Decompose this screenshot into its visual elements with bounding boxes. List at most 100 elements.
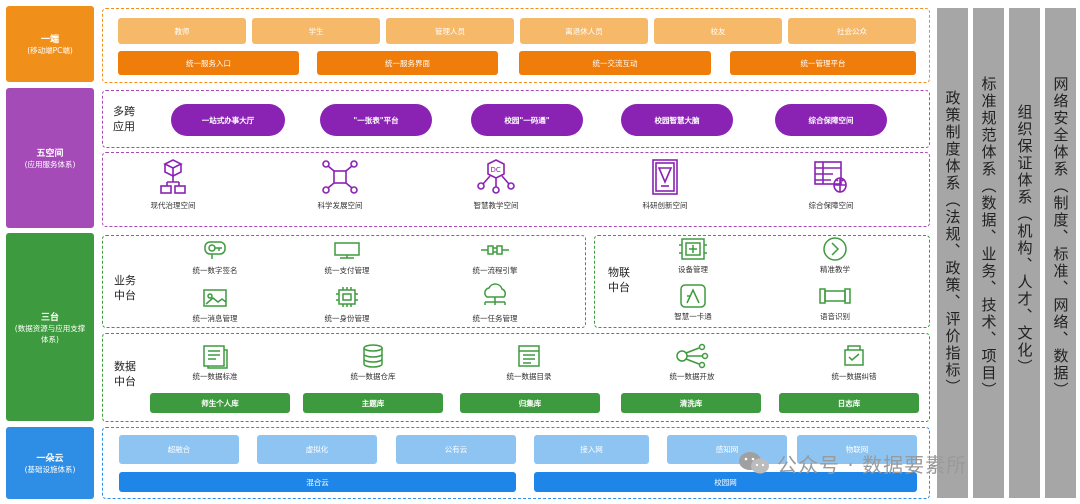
portal-interface: 统一服务界面 <box>317 51 498 75</box>
biz-identity: 统一身份管理 <box>307 285 387 324</box>
standard-system-text: 标准规范体系（数据、业务、技术、项目） <box>979 76 998 399</box>
iot-campus-card: 智慧一卡通 <box>653 282 733 322</box>
key-icon <box>204 241 226 259</box>
cloud-sensor-network: 感知网 <box>667 435 787 464</box>
organization-system-column: 组织保证体系（机构、人才、文化） <box>1009 8 1040 498</box>
share-hub-icon <box>676 343 709 369</box>
document-icon <box>203 345 228 369</box>
space-support: 综合保障空间 <box>790 158 872 211</box>
layer-platform-title: 三台 <box>40 312 59 323</box>
layer-platform-label: 三台 (数据资源与应用支撑体系) <box>6 233 94 421</box>
iot-label: 物联中台 <box>608 266 630 294</box>
user-teacher: 教师 <box>118 18 246 44</box>
layer-terminal-title: 一端 <box>40 35 59 45</box>
space-teaching: DC 智慧教学空间 <box>455 158 537 211</box>
watermark-text: 公众号 · 数据要素所 <box>777 452 968 477</box>
dc-network-icon: DC <box>477 159 515 194</box>
data-label: 数据中台 <box>114 360 136 388</box>
lambda-card-icon <box>680 284 706 308</box>
data-correction: 统一数据纠错 <box>814 343 894 382</box>
iot-frame <box>594 235 930 328</box>
pill-one-form: "一张表"平台 <box>320 104 432 136</box>
pill-smart-brain: 校园智慧大脑 <box>621 104 733 136</box>
cloud-frame <box>102 427 930 499</box>
user-alumni: 校友 <box>654 18 782 44</box>
policy-system-text: 政策制度体系（法规、政策、评价指标） <box>943 90 962 396</box>
iot-device-mgmt-label: 设备管理 <box>678 265 708 274</box>
research-document-icon <box>652 159 678 195</box>
network-cube-icon <box>160 159 186 194</box>
layer-terminal-sub: (移动端PC端) <box>27 46 73 55</box>
pill-one-stop-hall: 一站式办事大厅 <box>171 104 285 136</box>
pill-one-code: 校园"一码通" <box>471 104 583 136</box>
cloud-hybrid: 混合云 <box>119 472 516 492</box>
arrow-circle-icon <box>823 237 847 261</box>
user-retired: 离退休人员 <box>520 18 648 44</box>
space-governance-label: 现代治理空间 <box>150 201 196 210</box>
pipe-icon <box>819 288 851 304</box>
layer-cloud-sub: (基础设施体系) <box>24 465 76 474</box>
layer-cloud-title: 一朵云 <box>36 454 64 464</box>
biz-digital-signature-label: 统一数字签名 <box>192 266 238 275</box>
lib-log: 日志库 <box>779 393 919 413</box>
biz-process-engine-label: 统一流程引擎 <box>472 266 518 275</box>
user-staff: 管理人员 <box>386 18 514 44</box>
biz-task-label: 统一任务管理 <box>472 314 518 323</box>
cloud-iot-network: 物联网 <box>797 435 917 464</box>
user-public: 社会公众 <box>788 18 916 44</box>
database-icon <box>363 344 383 368</box>
layer-space-label: 五空间 (应用服务体系) <box>6 88 94 228</box>
monitor-icon <box>334 242 360 259</box>
jar-icon <box>844 345 864 366</box>
space-science: 科学发展空间 <box>299 158 381 211</box>
biz-digital-signature: 统一数字签名 <box>175 239 255 276</box>
layer-terminal-label: 一端 (移动端PC端) <box>6 6 94 82</box>
lib-personal: 师生个人库 <box>150 393 290 413</box>
space-research-label: 科研创新空间 <box>642 201 688 210</box>
biz-payment: 统一支付管理 <box>307 239 387 276</box>
lib-collection: 归集库 <box>460 393 600 413</box>
wechat-icon <box>739 452 769 474</box>
data-catalog: 统一数据目录 <box>489 343 569 382</box>
standard-system-column: 标准规范体系（数据、业务、技术、项目） <box>973 8 1004 498</box>
biz-identity-label: 统一身份管理 <box>324 314 370 323</box>
portal-entry: 统一服务入口 <box>118 51 299 75</box>
image-message-icon <box>203 289 227 307</box>
data-correction-label: 统一数据纠错 <box>831 372 877 381</box>
business-frame <box>102 235 586 328</box>
multi-app-label: 多跨应用 <box>113 105 135 133</box>
iot-voice-recognition: 语音识别 <box>795 282 875 322</box>
chip-icon <box>336 287 358 307</box>
biz-process-engine: 统一流程引擎 <box>455 239 535 276</box>
data-standard-label: 统一数据标准 <box>192 372 238 381</box>
layer-platform-sub: (数据资源与应用支撑体系) <box>14 323 86 344</box>
table-bug-icon <box>814 161 847 193</box>
iot-precision-teaching: 精准教学 <box>795 235 875 275</box>
watermark: 公众号 · 数据要素所 <box>737 449 967 477</box>
iot-campus-card-label: 智慧一卡通 <box>674 312 712 321</box>
cloud-public: 公有云 <box>396 435 516 464</box>
policy-system-column: 政策制度体系（法规、政策、评价指标） <box>937 8 968 498</box>
pill-support-space: 综合保障空间 <box>775 104 887 136</box>
biz-payment-label: 统一支付管理 <box>324 266 370 275</box>
data-catalog-label: 统一数据目录 <box>506 372 552 381</box>
iot-precision-teaching-label: 精准教学 <box>820 265 850 274</box>
security-system-column: 网络安全体系（制度、标准、网络、数据） <box>1045 8 1076 498</box>
iot-voice-recognition-label: 语音识别 <box>820 312 850 321</box>
portal-management: 统一管理平台 <box>730 51 916 75</box>
space-support-label: 综合保障空间 <box>808 201 854 210</box>
terminal-frame <box>102 8 930 83</box>
data-standard: 统一数据标准 <box>175 343 255 382</box>
space-research: 科研创新空间 <box>624 158 706 211</box>
lib-cleaning: 清洗库 <box>621 393 761 413</box>
layer-space-title: 五空间 <box>36 149 64 159</box>
lib-theme: 主题库 <box>303 393 443 413</box>
space-governance: 现代治理空间 <box>132 158 214 211</box>
catalog-icon <box>518 345 540 367</box>
space-teaching-label: 智慧教学空间 <box>473 201 519 210</box>
user-student: 学生 <box>252 18 380 44</box>
cloud-hyperconverged: 超融合 <box>119 435 239 464</box>
space-science-label: 科学发展空间 <box>317 201 363 210</box>
cloud-virtualization: 虚拟化 <box>257 435 377 464</box>
security-system-text: 网络安全体系（制度、标准、网络、数据） <box>1051 76 1070 399</box>
